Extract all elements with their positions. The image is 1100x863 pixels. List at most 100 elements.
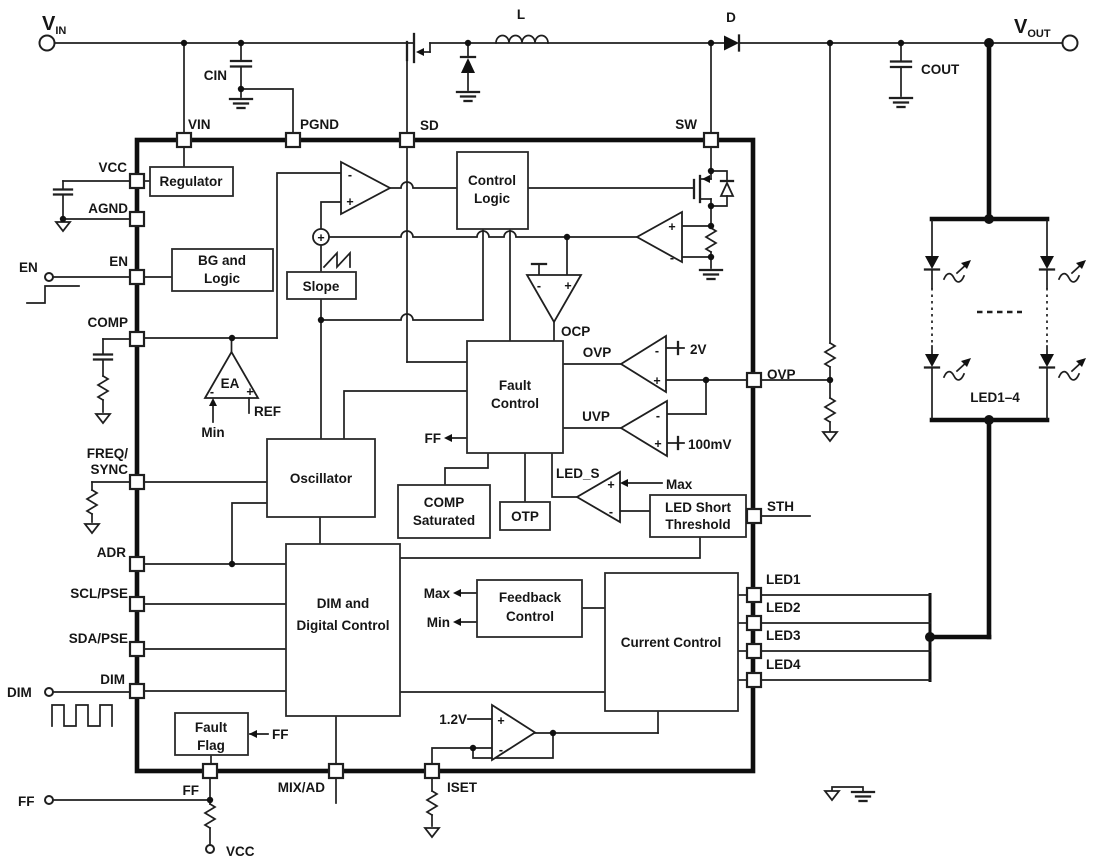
uvp-comparator	[619, 399, 668, 458]
fault-flag-block	[174, 712, 249, 756]
pin-label-ff: FF	[183, 783, 200, 798]
sawtooth-icon	[322, 250, 351, 270]
pin-label-vcc: VCC	[98, 160, 127, 175]
pin-label-agnd: AGND	[88, 201, 128, 216]
leds-minus: -	[609, 505, 613, 519]
100mv-ref-label: 100mV	[688, 437, 732, 452]
vcc-terminal	[205, 844, 215, 854]
dim-digital-label-1: DIM and	[317, 596, 370, 611]
pin-vcc	[128, 172, 146, 190]
blocks	[149, 151, 747, 762]
pin-label-adr: ADR	[97, 545, 126, 560]
en-terminal	[44, 272, 54, 282]
sense-plus: +	[668, 220, 675, 234]
control-logic-block	[456, 151, 529, 230]
fault-control-label-2: Control	[491, 396, 539, 411]
1v2-ref-label: 1.2V	[439, 712, 467, 727]
inductor-icon	[495, 34, 549, 44]
pin-led1	[745, 586, 763, 604]
ff-terminal-label: FF	[18, 794, 35, 809]
pin-label-scl: SCL/PSE	[70, 586, 128, 601]
pin-led3	[745, 642, 763, 660]
ovp-comparator	[619, 334, 667, 394]
ff-terminal	[44, 795, 54, 805]
pin-label-en: EN	[109, 254, 128, 269]
vin-terminal	[38, 34, 56, 52]
dim-pwm-waveform-icon	[51, 704, 113, 727]
uvp-signal-label: UVP	[582, 409, 610, 424]
2v-ref-label: 2V	[690, 342, 707, 357]
pin-label-sw: SW	[675, 117, 697, 132]
dim-terminal	[44, 687, 54, 697]
cout-capacitor-icon	[888, 42, 914, 109]
led-string	[760, 216, 1087, 682]
pin-ovp	[745, 371, 763, 389]
pin-label-pgnd: PGND	[300, 117, 339, 132]
ea-minus: -	[210, 385, 214, 399]
internal-wiring	[143, 143, 748, 765]
regulator-label: Regulator	[159, 174, 223, 189]
junction-dots	[59, 38, 994, 804]
led-short-comparator	[575, 470, 621, 524]
pin-ff	[201, 762, 219, 780]
clamp-diode-icon	[455, 42, 481, 103]
pin-label-comp: COMP	[88, 315, 129, 330]
pin-sd	[398, 131, 416, 149]
vout-terminal	[1061, 34, 1079, 52]
leds-plus: +	[607, 478, 614, 492]
ocp-label: OCP	[561, 324, 590, 339]
min-label-feedback: Min	[427, 615, 450, 630]
iset-opamp	[491, 703, 537, 762]
ff-input-label: FF	[272, 727, 289, 742]
control-logic-label-1: Control	[468, 173, 516, 188]
regulator-block	[149, 166, 234, 197]
ff-output-label: FF	[425, 431, 442, 446]
led-s-label: LED_S	[556, 466, 600, 481]
vin-label: VIN	[42, 13, 66, 37]
pin-label-led3: LED3	[766, 628, 801, 643]
feedback-control-block	[476, 579, 583, 638]
dim-terminal-label: DIM	[7, 685, 32, 700]
pin-adr	[128, 555, 146, 573]
pin-scl-pse	[128, 595, 146, 613]
current-control-block	[604, 572, 739, 712]
pin-freq-sync	[128, 473, 146, 491]
opamp-plus: +	[497, 714, 504, 728]
pin-label-sda: SDA/PSE	[69, 631, 128, 646]
pin-led2	[745, 614, 763, 632]
cin-capacitor-icon	[228, 42, 294, 134]
opamp-minus: -	[499, 743, 503, 757]
pwm-comparator	[340, 160, 392, 216]
pin-dim	[128, 682, 146, 700]
slope-label: Slope	[303, 279, 340, 294]
led-short-label-2: Threshold	[665, 517, 730, 532]
max-label-feedback: Max	[424, 586, 451, 601]
sense-minus: -	[670, 251, 674, 265]
ovp-minus: -	[655, 344, 659, 358]
rectifier-diode-icon	[724, 34, 741, 52]
feedback-label-2: Control	[506, 609, 554, 624]
oscillator-block	[266, 438, 376, 518]
led-short-threshold-block	[649, 494, 747, 538]
internal-mosfet-icon	[692, 143, 735, 229]
otp-block	[499, 501, 551, 531]
ocp-minus: -	[537, 279, 541, 293]
led-string-label: LED1–4	[970, 390, 1020, 405]
pin-label-ovp: OVP	[767, 367, 796, 382]
system-ground-icon	[824, 786, 876, 803]
dim-digital-control-block	[285, 543, 401, 717]
pin-iset	[423, 762, 441, 780]
left-external-components	[26, 180, 811, 854]
pin-label-freq1: FREQ/	[87, 446, 129, 461]
pin-label-led4: LED4	[766, 657, 801, 672]
bg-logic-label-1: BG and	[198, 253, 246, 268]
pin-squares	[128, 131, 763, 780]
pin-comp	[128, 330, 146, 348]
otp-label: OTP	[511, 509, 539, 524]
ocp-comparator	[525, 274, 583, 324]
diode-label: D	[726, 10, 736, 25]
control-logic-label-2: Logic	[474, 191, 510, 206]
pwm-minus: -	[348, 168, 352, 182]
pin-label-mixad: MIX/AD	[278, 780, 326, 795]
